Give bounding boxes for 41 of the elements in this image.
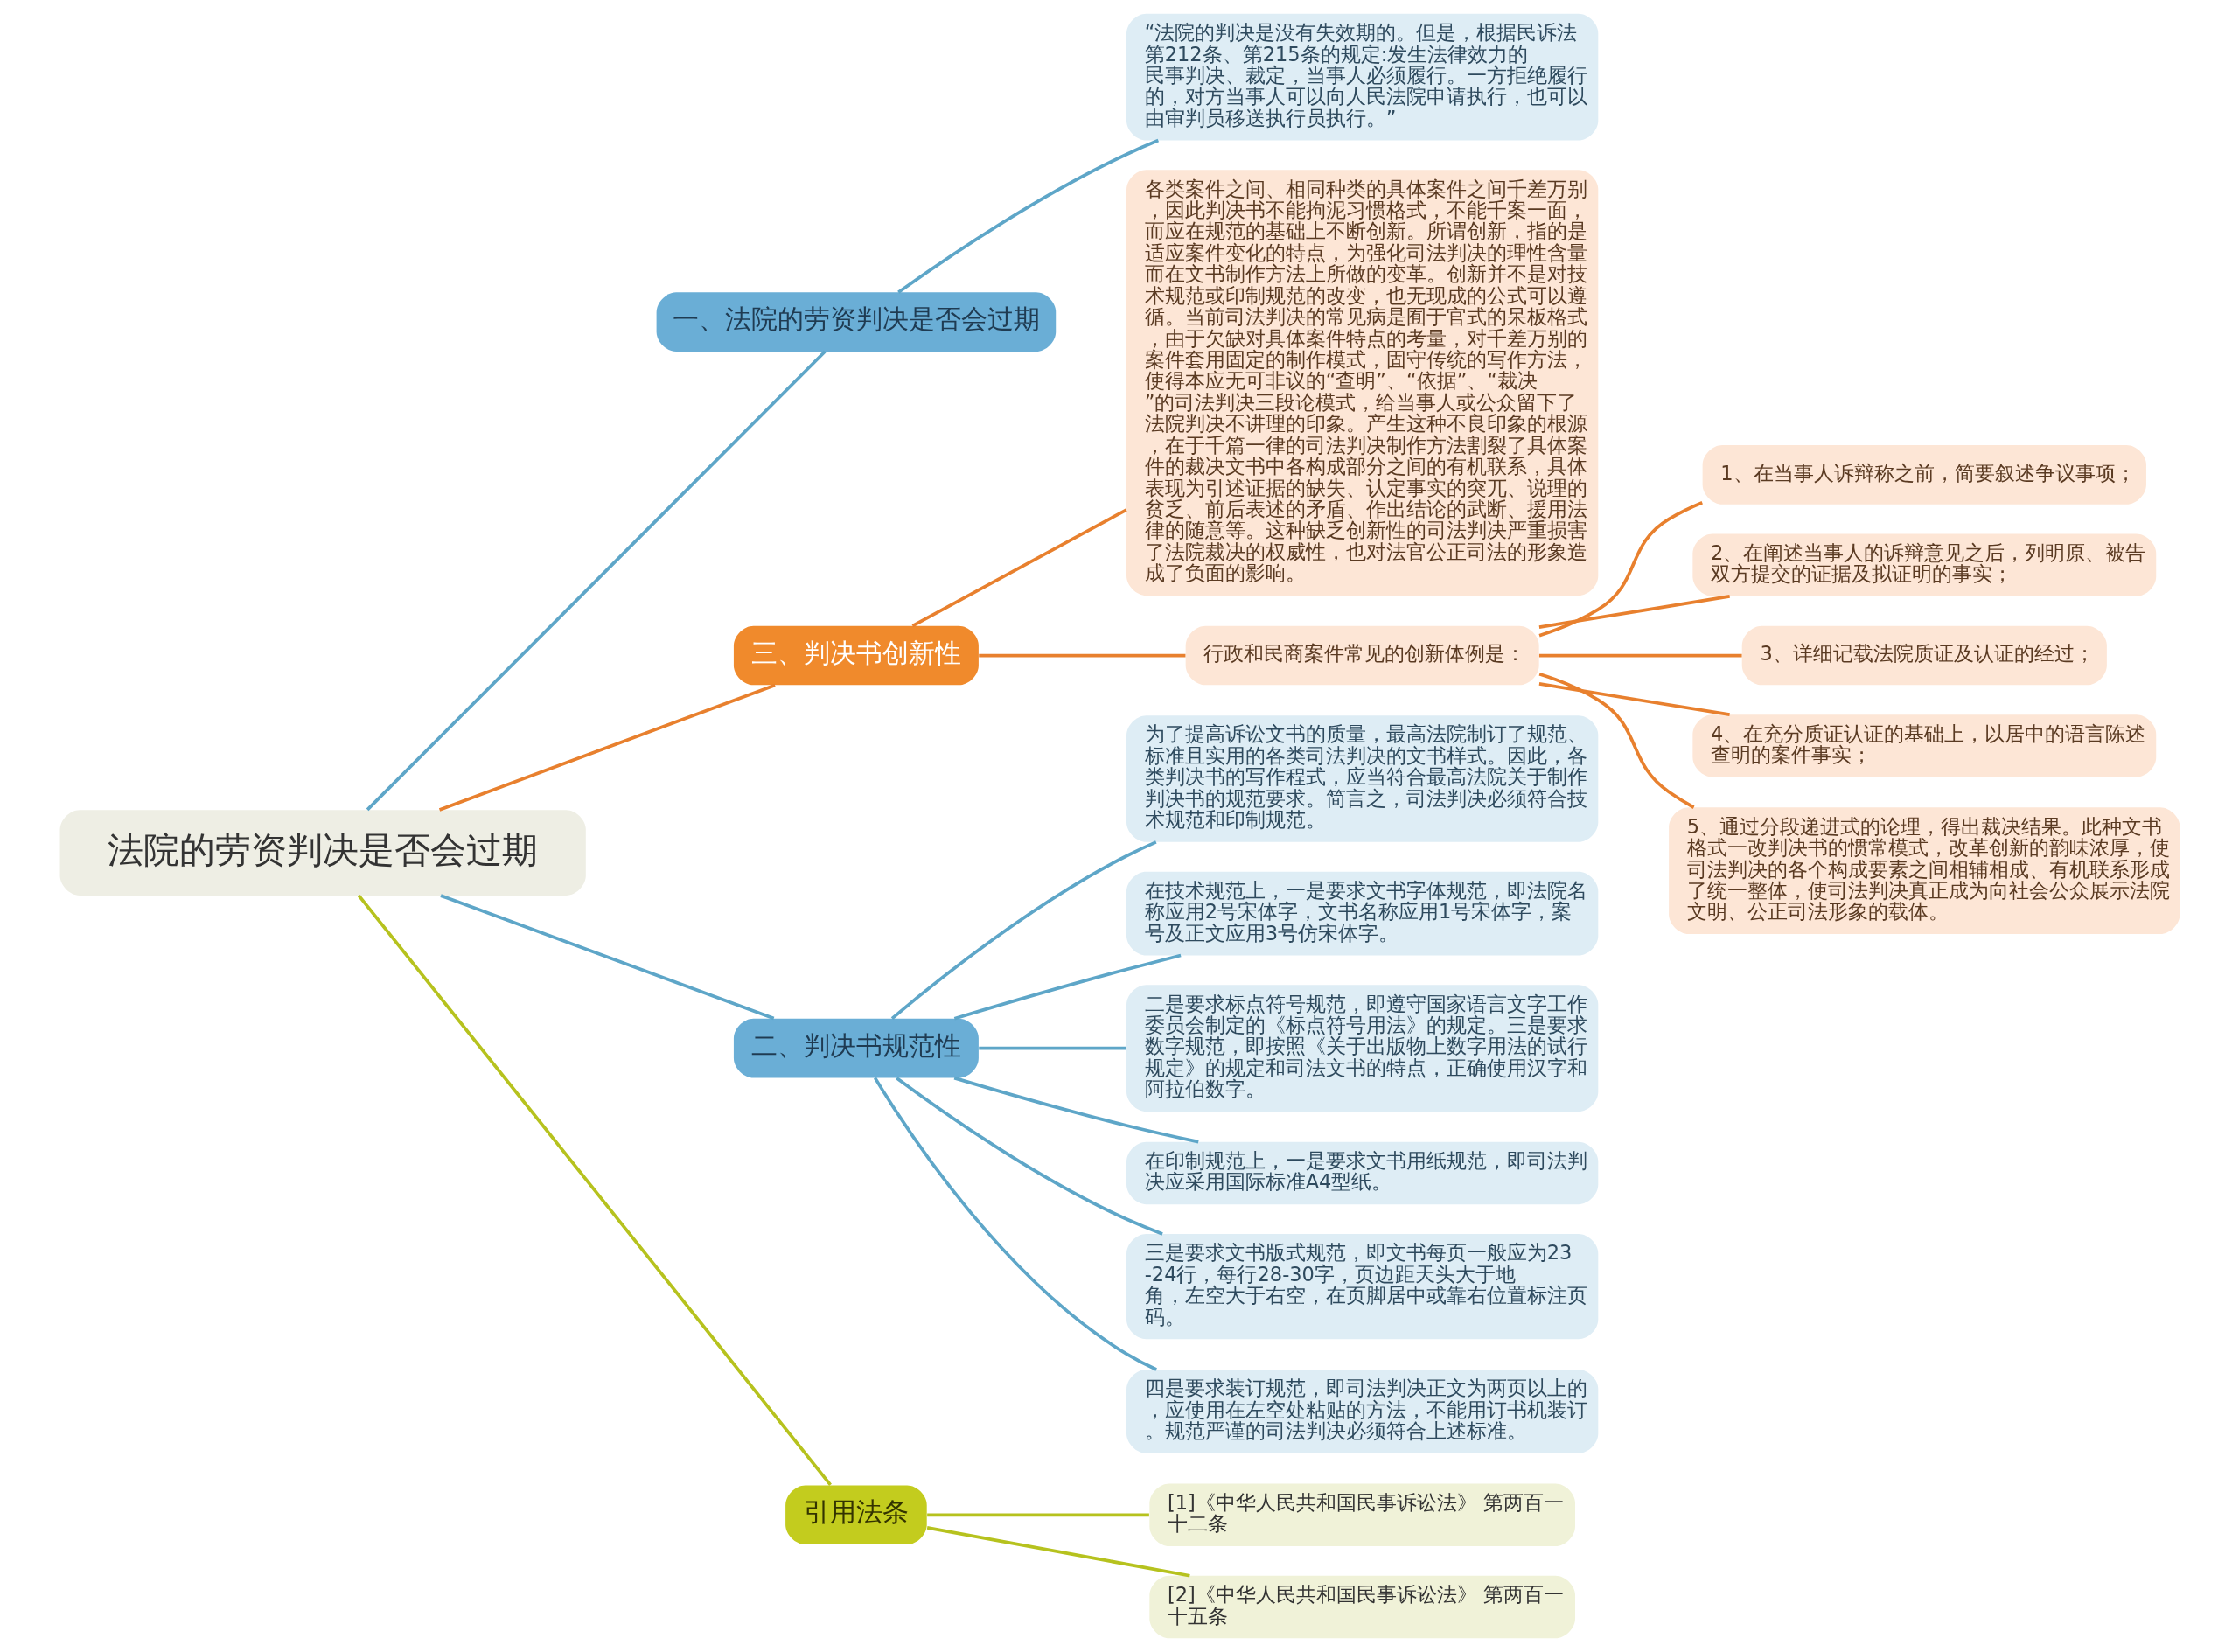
node-box: 3、详细记载法院质证及认证的经过； <box>1741 625 2107 686</box>
node-box: 二、判决书规范性 <box>733 1018 979 1078</box>
node-box: 行政和民商案件常见的创新体例是： <box>1185 625 1539 686</box>
connector <box>1538 500 1703 638</box>
node-box: 各类案件之间、相同种类的具体案件之间千差万别，因此判决书不能拘泥习惯格式，不能千案一面，而应在规范的基础上不断创新。所谓创新，指的是适应案件变化的特点，为强化司法判决的理性含量而在文书制作方法上所做的变革。创新并不是对技术规范或印制规范的改变，也无现成的公式可以遵循。当前司法判决的常见病是囿于官式的呆板格式，由于欠缺对具体案件特点的考量，对千差万别的案件套用固定的制作模式，固守传统的写作方法，使得本应无可非议的“查明”、“依据”、“裁决”的司法判决三段论模式，给当事人或公众留下了法院判决不讲理的印象。产生这种不良印象的根源，在于千篇一律的司法判决制作方法割裂了具体案件的裁决文书中各构成部分之间的有机联系，具体表现为引述证据的缺失、认定事实的突兀、说理的贫乏、前后表述的矛盾、作出结论的武断、援用法律的随意等。这种缺乏创新性的司法判决严重损害了法院裁决的权威性，也对法官公正司法的形象造成了负面的影响。 <box>1126 170 1598 596</box>
node-box: 5、通过分段递进式的论理，得出裁决结果。此种文书格式一改判决书的惯常模式，改革创新的韵味浓厚，使司法判决的各个构成要素之间相辅相成、有机联系形成了统一整体，使司法判决真正成为向社会公众展示法院文明、公正司法形象的载体。 <box>1668 807 2180 935</box>
connector <box>896 138 1159 294</box>
node-box: [1]《中华人民共和国民事诉讼法》 第两百一十二条 <box>1148 1483 1575 1546</box>
node-box: 三、判决书创新性 <box>733 625 979 686</box>
connector <box>873 1077 1157 1371</box>
node-box: 1、在当事人诉辩称之前，简要叙述争议事项； <box>1702 445 2146 505</box>
node-box: 三是要求文书版式规范，即文书每页一般应为23-24行，每行28-30字，页边距天头大于地角，左空大于右空，在页脚居中或靠右位置标注页码。 <box>1126 1233 1598 1340</box>
node-box: 为了提高诉讼文书的质量，最高法院制订了规范、标准且实用的各类司法判决的文书样式。因此，各类判决书的写作程式，应当符合最高法院关于制作判决书的规范要求。简言之，司法判决必须符合技术规范和印制规范。 <box>1126 715 1598 842</box>
node-box: 4、在充分质证认证的基础上，以居中的语言陈述查明的案件事实； <box>1691 714 2156 777</box>
node-box: “法院的判决是没有失效期的。但是，根据民诉法第212条、第215条的规定:发生法律效力的民事判决、裁定，当事人必须履行。一方拒绝履行的，对方当事人可以向人民法院申请执行，也可以由审判员移送执行员执行。” <box>1126 13 1598 141</box>
connector <box>953 1076 1199 1144</box>
node-box: 2、在阐述当事人的诉辩意见之后，列明原、被告双方提交的证据及拟证明的事实； <box>1691 533 2156 596</box>
connector <box>926 1525 1190 1578</box>
connector <box>895 1077 1163 1236</box>
connector <box>890 840 1157 1020</box>
node-box: 四是要求装订规范，即司法判决正文为两页以上的，应使用在左空处粘贴的方法，不能用订书机装订。规范严谨的司法判决必须符合上述标准。 <box>1126 1370 1598 1453</box>
node-box: 在技术规范上，一是要求文书字体规范，即法院名称应用2号宋体字，文书名称应用1号宋体字，案号及正文应用3号仿宋体字。 <box>1126 871 1598 956</box>
node-box: 引用法条 <box>785 1485 927 1545</box>
connector <box>1538 595 1730 629</box>
connector <box>978 653 1185 658</box>
connector <box>1538 653 1742 658</box>
connector <box>438 683 776 812</box>
connector <box>1538 672 1695 809</box>
connector <box>366 350 827 812</box>
connector <box>953 953 1182 1021</box>
node-box: 法院的劳资判决是否会过期 <box>59 810 586 896</box>
connector <box>1538 682 1730 717</box>
connector <box>911 508 1127 628</box>
connector <box>978 1046 1126 1050</box>
node-box: 在印制规范上，一是要求文书用纸规范，即司法判决应采用国际标准A4型纸。 <box>1126 1141 1598 1205</box>
connector <box>357 894 832 1487</box>
connector <box>926 1513 1149 1517</box>
node-box: 一、法院的劳资判决是否会过期 <box>656 292 1056 352</box>
node-box: [2]《中华人民共和国民事诉讼法》 第两百一十五条 <box>1148 1575 1575 1639</box>
node-box: 二是要求标点符号规范，即遵守国家语言文字工作委员会制定的《标点符号用法》的规定。三是要求数字规范，即按照《关于出版物上数字用法的试行规定》的规定和司法文书的特点，正确使用汉字和阿拉伯数字。 <box>1126 985 1598 1112</box>
connector <box>439 894 774 1021</box>
